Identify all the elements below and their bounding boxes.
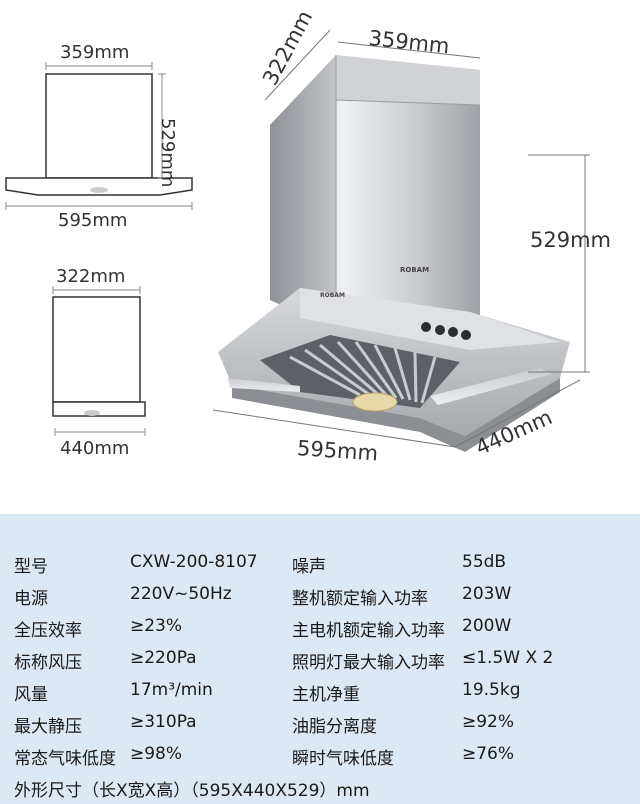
product-diagram: ROBAM ROBAM 359mm 529mm 595mm 322mm 440m… — [5, 6, 611, 466]
spec-label: 风量 — [14, 685, 48, 705]
side-depth-label: 322mm — [56, 266, 126, 287]
spec-value-2: 200W — [462, 616, 512, 636]
side-view — [52, 286, 146, 436]
filter-fins — [289, 340, 437, 404]
front-base-width-label: 595mm — [58, 210, 128, 231]
spec-label: 标称风压 — [14, 653, 82, 673]
spec-label: 全压效率 — [14, 621, 82, 641]
product-dimension-lines — [212, 29, 590, 448]
spec-value: ≥98% — [130, 744, 183, 764]
diagram-svg: ROBAM ROBAM — [5, 29, 590, 452]
control-buttons — [421, 322, 471, 340]
spec-label-2: 主机净重 — [292, 685, 360, 705]
spec-label: 最大静压 — [14, 717, 82, 737]
spec-label-2: 瞬时气味低度 — [292, 749, 394, 769]
spec-label-2: 整机额定输入功率 — [292, 589, 428, 609]
spec-value: ≥220Pa — [130, 648, 197, 668]
logo-canopy: ROBAM — [320, 292, 345, 299]
spec-label-2: 主电机额定输入功率 — [292, 621, 445, 641]
spec-value: CXW-200-8107 — [130, 552, 258, 572]
front-view — [5, 62, 193, 210]
spec-value-2: 203W — [462, 584, 512, 604]
spec-value: 17m³/min — [130, 680, 213, 700]
spec-label: 常态气味低度 — [14, 749, 116, 769]
spec-value-2: ≥76% — [462, 744, 515, 764]
product-height-label: 529mm — [530, 228, 611, 252]
range-hood-product: ROBAM ROBAM — [218, 55, 570, 452]
spec-label-2: 噪声 — [292, 557, 326, 577]
spec-label: 电源 — [14, 589, 48, 609]
side-base-depth-label: 440mm — [60, 438, 130, 459]
dimensions-footer: 外形尺寸（长X宽X高）（595X440X529）mm — [14, 781, 370, 801]
spec-panel: 型号 CXW-200-8107 噪声 55dB 电源 220V~50Hz 整机额… — [0, 514, 640, 804]
spec-value-2: 55dB — [462, 552, 507, 572]
spec-label-2: 油脂分离度 — [292, 717, 377, 737]
spec-value-2: 19.5kg — [462, 680, 521, 700]
spec-value-2: ≤1.5W X 2 — [462, 648, 554, 668]
front-width-label: 359mm — [60, 42, 130, 63]
spec-label: 型号 — [14, 557, 48, 577]
spec-value: 220V~50Hz — [130, 584, 232, 604]
logo-chimney: ROBAM — [400, 266, 429, 274]
front-height-label: 529mm — [157, 118, 178, 188]
spec-value: ≥23% — [130, 616, 183, 636]
spec-value: ≥310Pa — [130, 712, 197, 732]
spec-value-2: ≥92% — [462, 712, 515, 732]
spec-label-2: 照明灯最大输入功率 — [292, 653, 445, 673]
